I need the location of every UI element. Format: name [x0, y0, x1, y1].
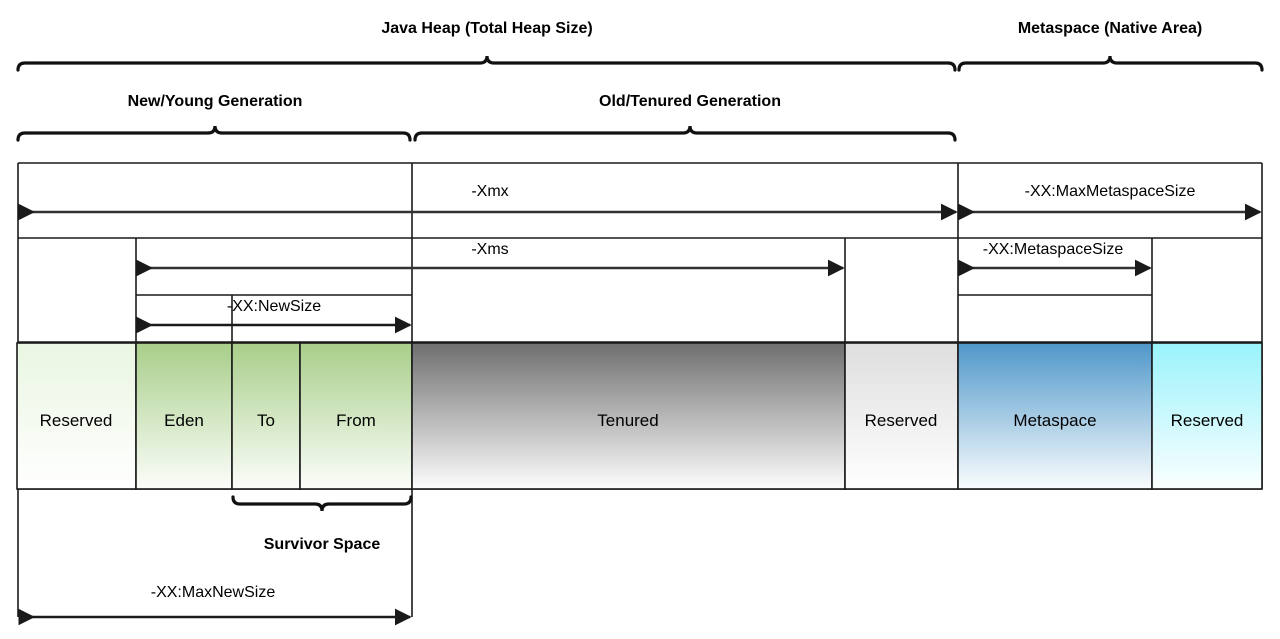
brace-young-generation: [16, 125, 412, 142]
block-old-reserved: [844, 342, 959, 490]
brace-java-heap: [16, 55, 957, 72]
block-label-meta-reserved: Reserved: [1170, 411, 1244, 430]
flag-label-max-new-size: -XX:MaxNewSize: [150, 584, 276, 601]
block-label-eden: Eden: [164, 411, 204, 430]
block-label-to: To: [257, 411, 275, 430]
flag-label-max-metaspace-size: -XX:MaxMetaspaceSize: [1024, 183, 1196, 200]
flag-label-new-size: -XX:NewSize: [226, 298, 322, 315]
block-label-old-reserved: Reserved: [864, 411, 938, 430]
flag-label-xmx: -Xmx: [471, 183, 509, 200]
flag-label-xms: -Xms: [471, 241, 509, 258]
block-meta-reserved: [1151, 342, 1263, 490]
group-label-metaspace-area: Metaspace (Native Area): [1017, 20, 1203, 37]
block-eden: [135, 342, 233, 490]
brace-survivor-space: [231, 495, 413, 512]
block-to: [231, 342, 301, 490]
group-label-old-generation: Old/Tenured Generation: [599, 93, 781, 110]
memory-blocks: [16, 342, 1263, 490]
block-label-heap-reserved: Reserved: [39, 411, 113, 430]
block-tenured: [411, 342, 846, 490]
brace-metaspace-area: [957, 55, 1264, 72]
block-from: [299, 342, 413, 490]
group-label-java-heap: Java Heap (Total Heap Size): [381, 20, 593, 37]
group-label-young-generation: New/Young Generation: [127, 93, 303, 110]
flag-label-metaspace-size: -XX:MetaspaceSize: [982, 241, 1124, 258]
block-label-metaspace: Metaspace: [1013, 411, 1097, 430]
brace-old-generation: [413, 125, 957, 142]
block-heap-reserved: [16, 342, 137, 490]
block-label-tenured: Tenured: [597, 411, 659, 430]
group-label-survivor-space: Survivor Space: [263, 536, 381, 553]
block-metaspace: [957, 342, 1153, 490]
block-label-from: From: [336, 411, 376, 430]
